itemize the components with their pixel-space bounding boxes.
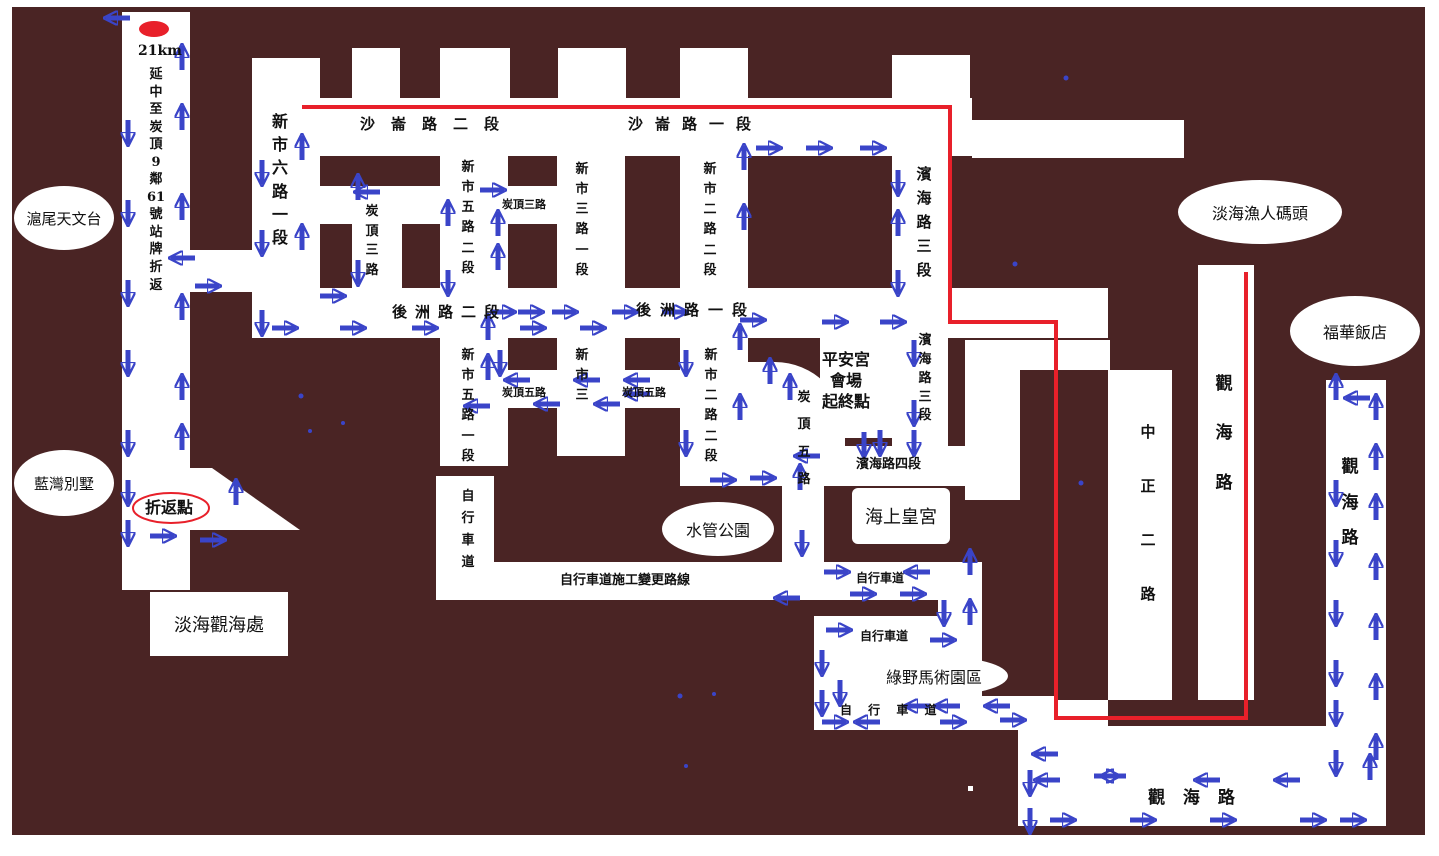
road-label-xinshi-5-2: 新市五路二段 — [461, 160, 475, 276]
road-label-tanding-5-b: 炭頂五路 — [622, 386, 666, 399]
road-label-tanding-3-h: 炭頂三路 — [502, 198, 546, 211]
place-observatory: 滬尾天文台 — [14, 186, 114, 250]
road-tab-3 — [558, 48, 626, 100]
map-dots — [298, 75, 1084, 791]
road-label-shaqi-1: 沙崙路一段 — [628, 115, 764, 133]
place-lvye: 綠野馬術園區 — [860, 656, 1008, 696]
road-label-tanding-3-v: 炭頂三路 — [365, 204, 379, 278]
place-sea-palace: 海上皇宮 — [852, 488, 950, 544]
road-top-right-ext2 — [1168, 120, 1184, 158]
venue-label: 平安宮 會場 起終點 — [822, 350, 871, 411]
road-label-zhongzheng-2: 中正二路 — [1140, 423, 1156, 603]
road-label-bike-detour: 自行車道施工變更路線 — [560, 573, 691, 588]
road-label-bike-v: 自行車道 — [461, 489, 475, 571]
road-label-xinshi-2-2-top: 新市二路二段 — [703, 162, 717, 278]
place-tanhai-view: 淡海觀海處 — [150, 592, 288, 656]
distance-label: 21km — [138, 43, 182, 59]
road-label-houzhou-1: 後洲路一段 — [636, 301, 757, 319]
road-houzhou-ext — [948, 288, 1108, 338]
road-top-right-ext — [972, 120, 1182, 158]
road-right-mid — [965, 340, 1020, 500]
road-label-guanhai-v2: 觀海路 — [1341, 457, 1359, 549]
road-label-guanhai-v1: 觀海路 — [1215, 374, 1233, 493]
place-fisherman-wharf: 淡海漁人碼頭 — [1178, 180, 1342, 244]
road-label-bike-3: 自 行 車 道 — [840, 703, 943, 717]
road-label-houzhou-2: 後洲路二段 — [392, 303, 508, 321]
road-tab-5 — [892, 55, 970, 100]
road-tab-2 — [440, 48, 510, 100]
start-marker — [139, 21, 169, 37]
turnaround-ring — [132, 492, 210, 524]
road-label-guanhai-h: 觀 海 路 — [1148, 788, 1241, 808]
road-label-tanding-5-a: 炭頂五路 — [502, 386, 546, 399]
road-bike-detour — [436, 562, 981, 600]
road-label-binhai-3-mid: 濱海路三段 — [918, 333, 932, 424]
road-label-bike-1: 自行車道 — [856, 571, 905, 585]
road-label-xinshi-3: 新市三 — [575, 348, 589, 404]
direction-arrows — [106, 18, 1376, 832]
road-tab-4 — [680, 48, 748, 100]
road-venue-block — [820, 338, 900, 438]
road-label-bike-2: 自行車道 — [860, 629, 909, 643]
road-label-binhai-4: 濱海路四段 — [856, 457, 922, 472]
road-label-xinshi-2-2-bot: 新市二路二段 — [704, 348, 718, 464]
place-fuhua: 福華飯店 — [1290, 296, 1420, 366]
turnaround-label: 折返點 — [145, 498, 194, 517]
road-tab-1 — [352, 48, 400, 100]
extend-note: 延中至炭頂9鄰61號站牌折返 — [146, 67, 166, 293]
place-water-park: 水管公園 — [662, 502, 774, 556]
road-label-tanding-5-v: 炭頂五路 — [797, 390, 811, 487]
road-label-xinshi-5-1: 新市五路一段 — [461, 348, 475, 464]
road-label-shaqi-2: 沙崙路二段 — [360, 115, 516, 133]
route-red-line — [302, 105, 1248, 720]
road-mid-right2 — [1020, 340, 1110, 370]
road-label-xinshi-6-1: 新市六路一段 — [271, 112, 288, 247]
road-label-xinshi-3-1: 新市三路一段 — [575, 162, 589, 278]
road-zhongzheng-wide — [1120, 370, 1172, 700]
place-lanwan: 藍灣別墅 — [14, 450, 114, 516]
road-label-binhai-3-top: 濱海路三段 — [916, 165, 932, 279]
